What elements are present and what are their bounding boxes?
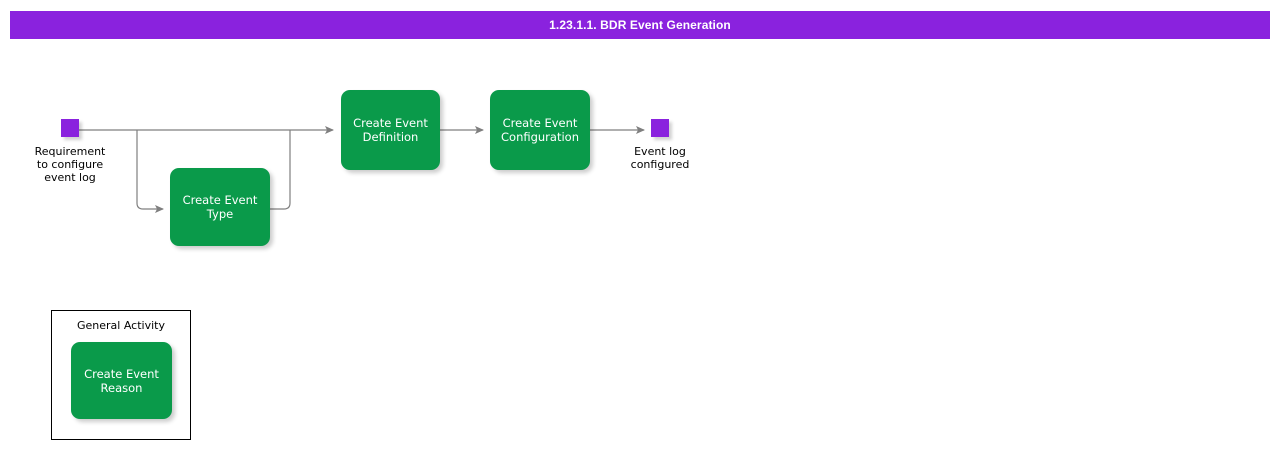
page-title-bar: 1.23.1.1. BDR Event Generation — [10, 11, 1270, 39]
end-event-label: Event log configured — [630, 145, 690, 171]
general-activity-title: General Activity — [77, 319, 165, 332]
activity-create-event-configuration[interactable]: Create Event Configuration — [490, 90, 590, 170]
activity-create-event-definition[interactable]: Create Event Definition — [341, 90, 440, 170]
activity-create-event-reason[interactable]: Create Event Reason — [71, 342, 172, 419]
activity-label-create-event-type: Create Event Type — [182, 193, 258, 221]
start-event-node[interactable] — [61, 119, 79, 137]
activity-create-event-type[interactable]: Create Event Type — [170, 168, 270, 246]
connector-start-to-event-type — [136, 130, 164, 213]
connector-event-type-to-definition — [270, 130, 291, 210]
general-activity-container: General Activity Create Event Reason — [51, 310, 191, 440]
end-event-node[interactable] — [651, 119, 669, 137]
activity-label-create-event-definition: Create Event Definition — [353, 116, 428, 144]
start-event-label: Requirement to configure event log — [34, 145, 106, 184]
page-title: 1.23.1.1. BDR Event Generation — [549, 18, 731, 32]
activity-label-create-event-reason: Create Event Reason — [84, 366, 159, 395]
activity-label-create-event-configuration: Create Event Configuration — [501, 116, 579, 144]
